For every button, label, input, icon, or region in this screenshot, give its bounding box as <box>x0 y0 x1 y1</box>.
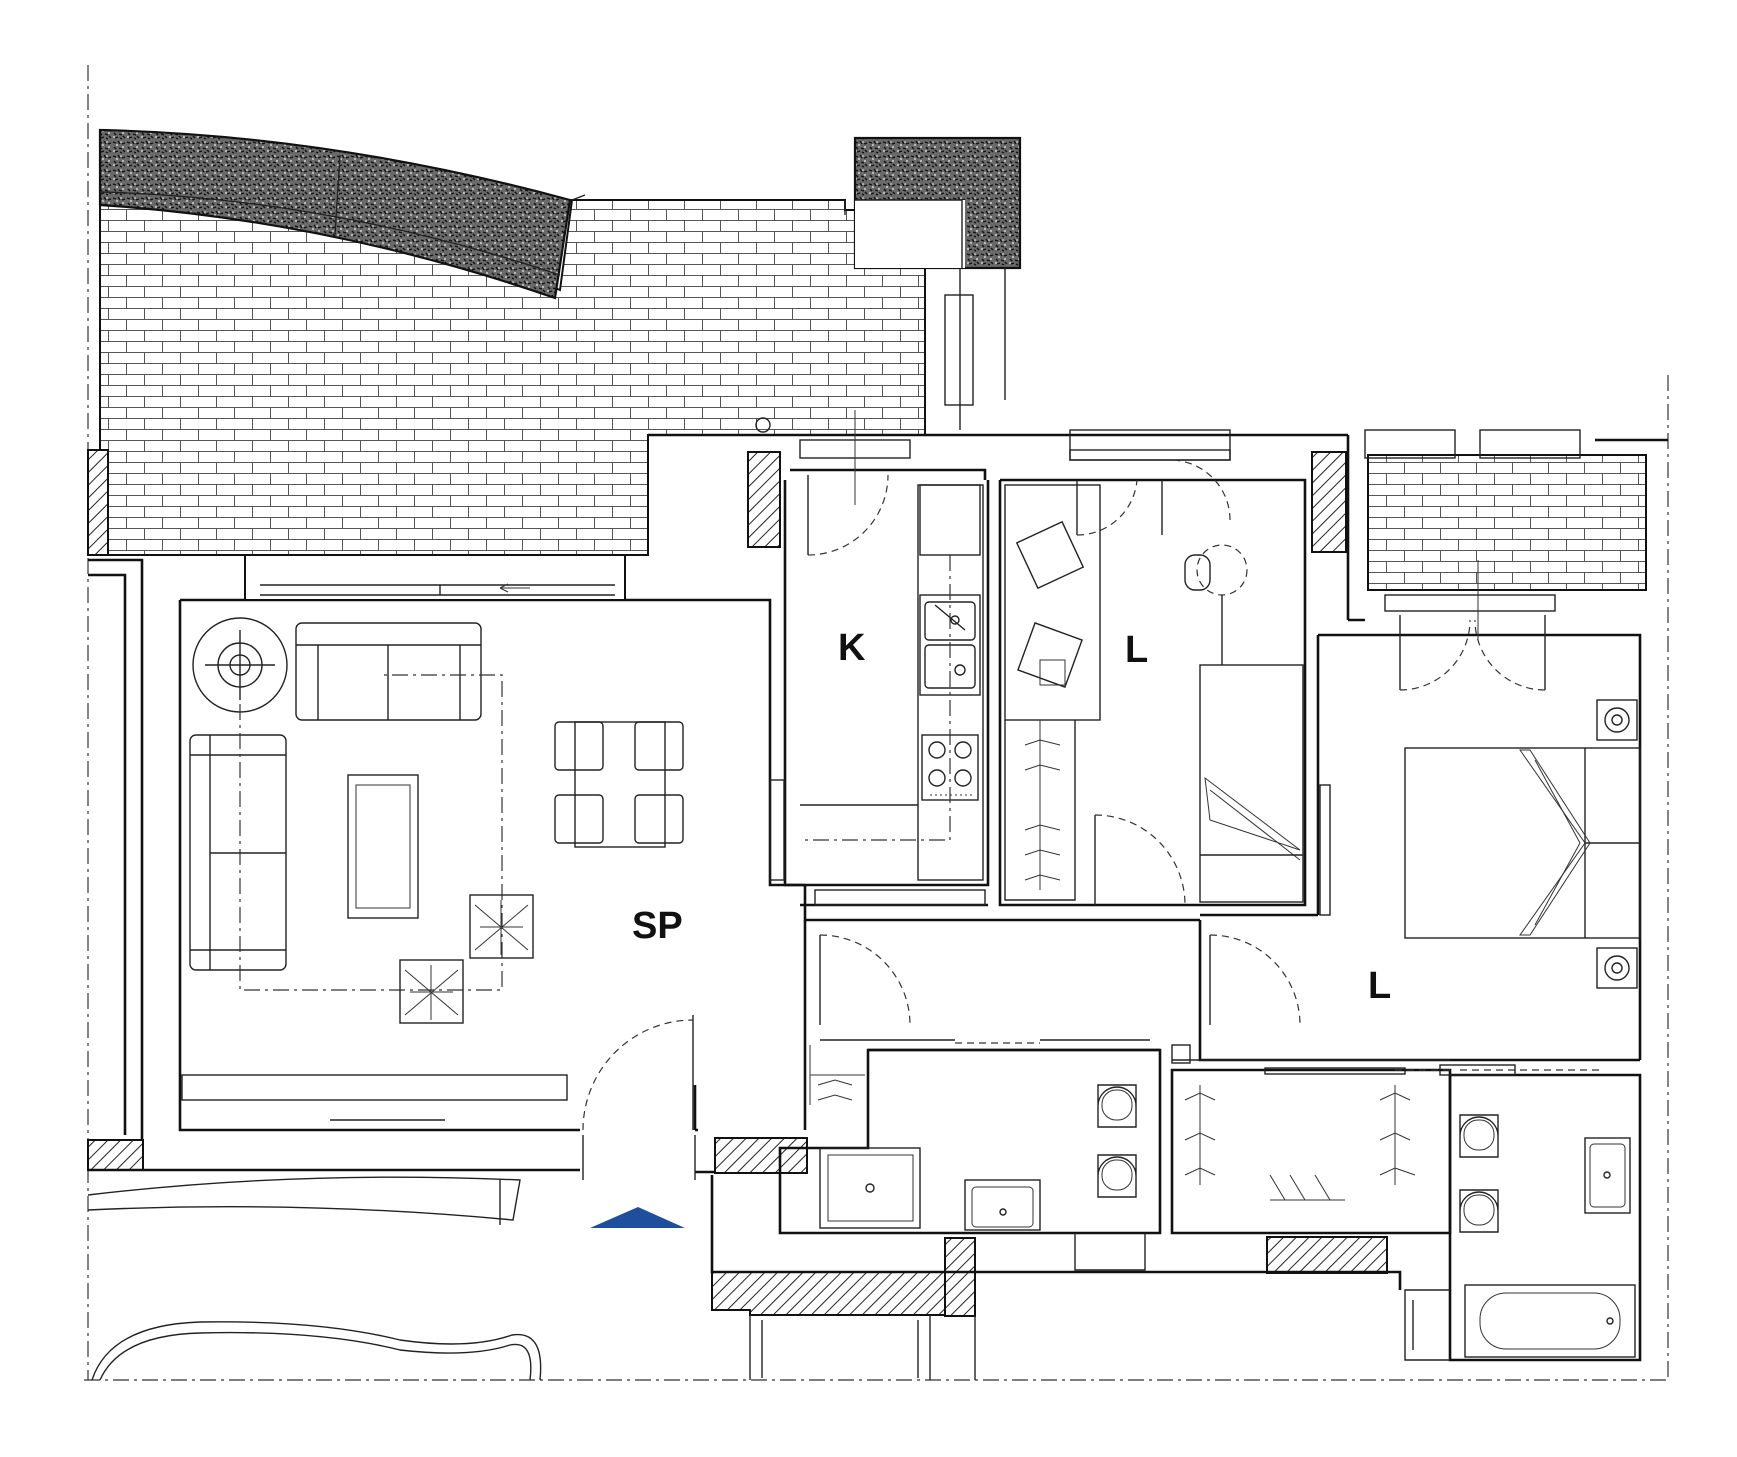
kitchen-furniture <box>800 484 984 881</box>
middle-room-furniture <box>1004 484 1304 903</box>
room-label-middle-room: L <box>1125 629 1148 671</box>
main-terrace <box>98 128 1022 556</box>
walk-in-closet <box>1184 1085 1416 1201</box>
structural-columns <box>87 449 1388 1317</box>
east-balcony <box>1364 429 1668 591</box>
living-furniture <box>181 617 684 1121</box>
room-label-bedroom: L <box>1368 965 1391 1007</box>
entrance-arrow-icon <box>590 1207 685 1228</box>
doors <box>582 410 1600 1180</box>
bedroom-furniture <box>1319 699 1641 989</box>
pool-outline <box>91 1321 542 1381</box>
bathroom-2-fixtures <box>1412 1114 1636 1358</box>
room-label-kitchen: K <box>838 627 866 669</box>
room-label-living: SP <box>632 905 683 947</box>
bathroom-1-fixtures <box>809 1044 1191 1231</box>
drain-icon <box>755 417 771 433</box>
walls <box>87 429 1642 1380</box>
